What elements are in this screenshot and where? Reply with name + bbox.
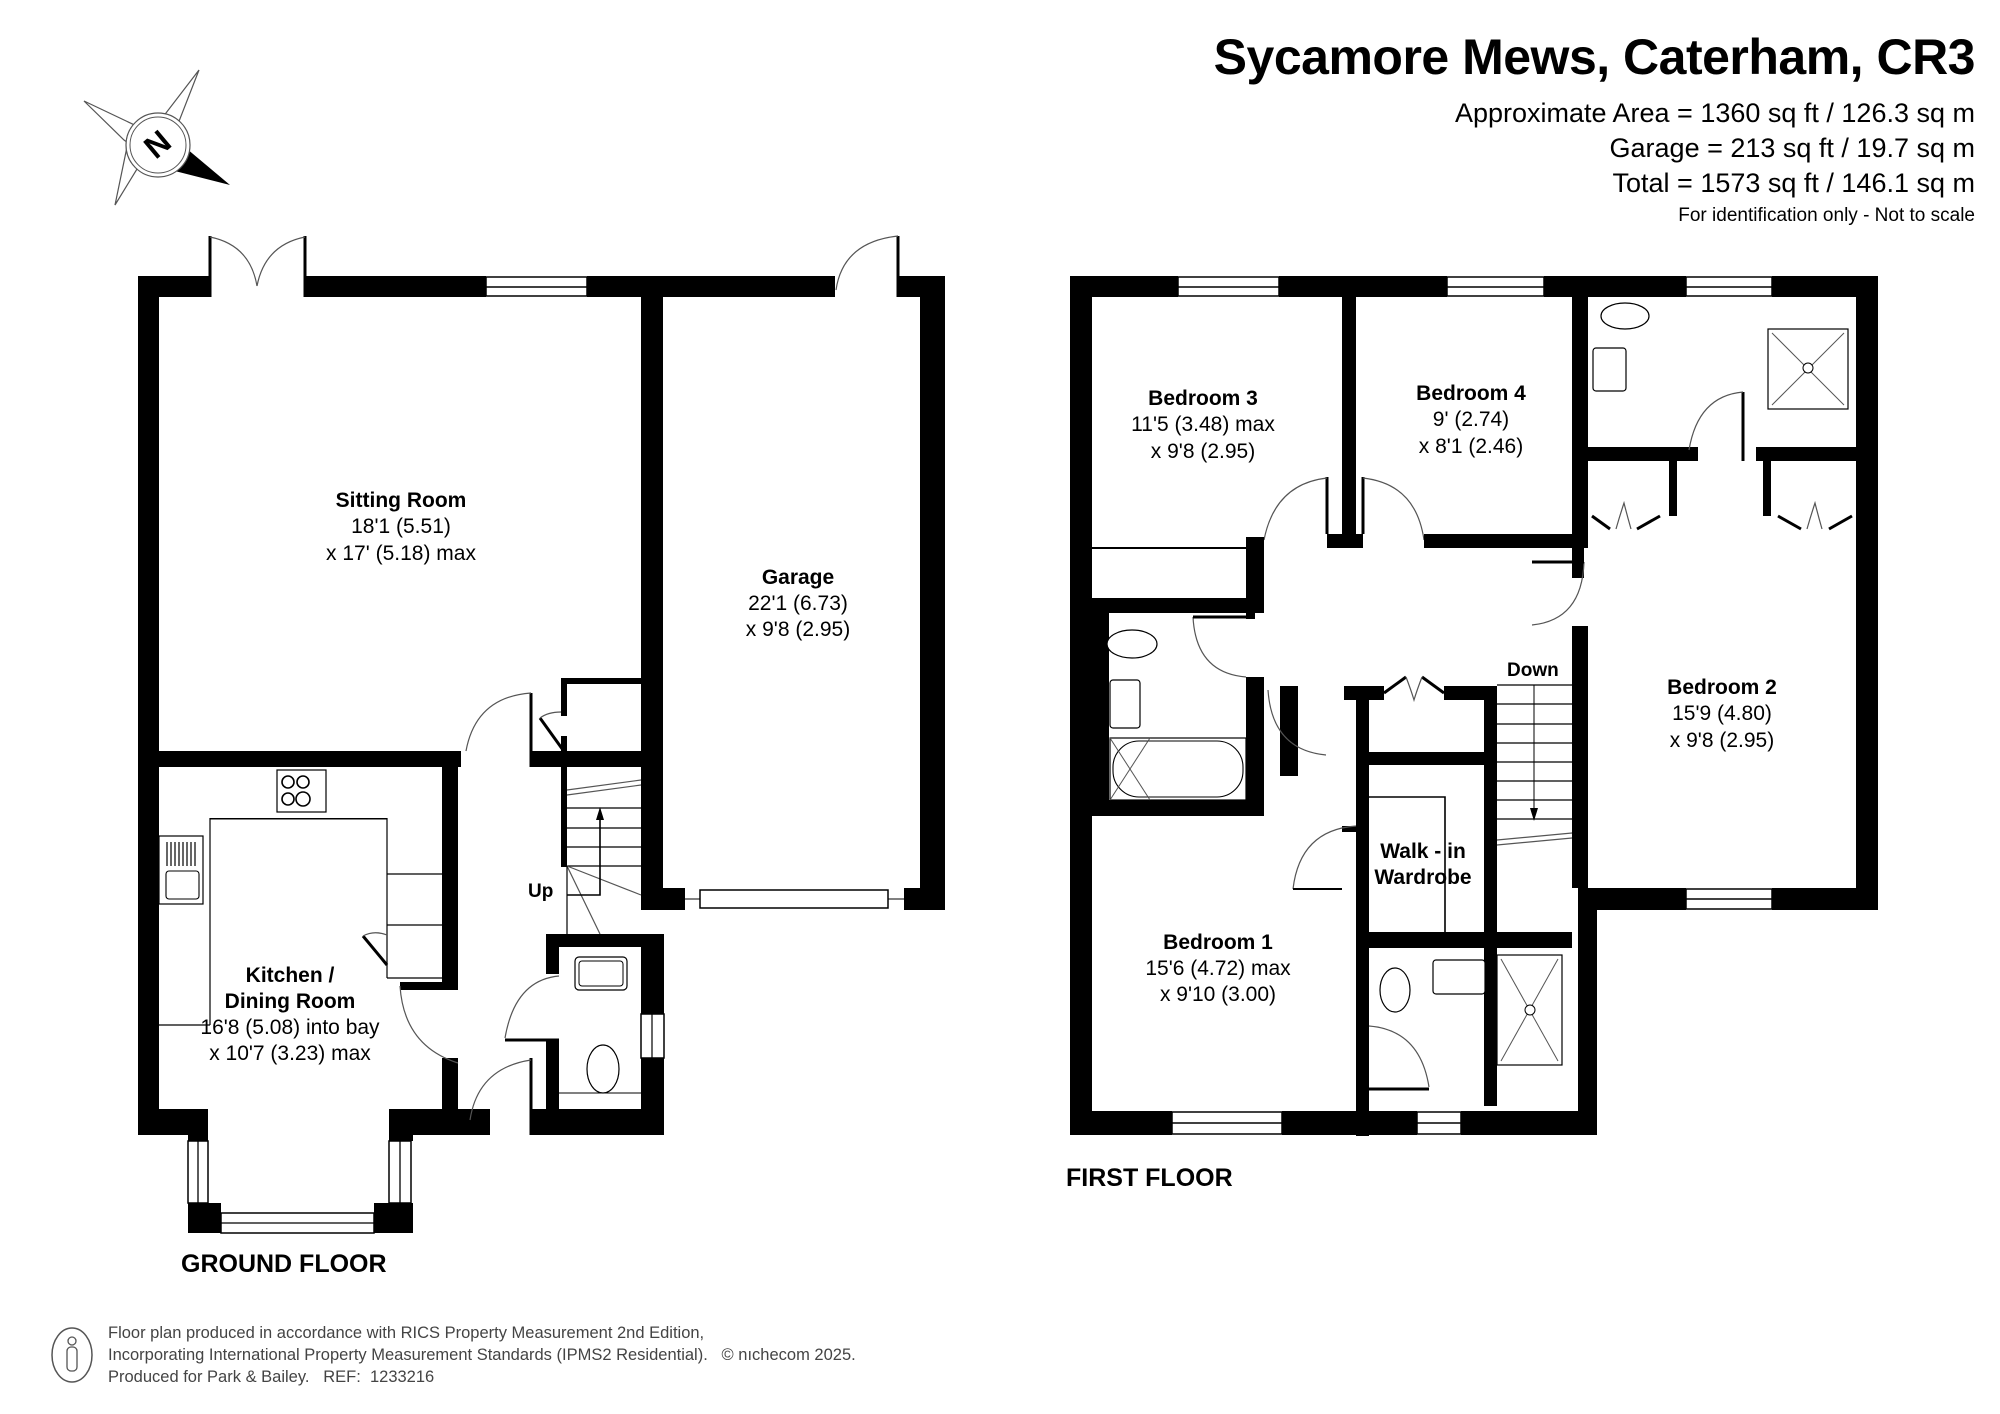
approximate-area: Approximate Area = 1360 sq ft / 126.3 sq… — [1454, 98, 1975, 128]
svg-text:9' (2.74): 9' (2.74) — [1433, 408, 1509, 431]
property-title: Sycamore Mews, Caterham, CR3 — [1213, 29, 1976, 85]
french-doors — [208, 236, 307, 297]
svg-text:x 9'8 (2.95): x 9'8 (2.95) — [1670, 729, 1774, 752]
toilet-icon — [1379, 967, 1411, 1013]
svg-text:16'8 (5.08) into bay: 16'8 (5.08) into bay — [200, 1016, 380, 1039]
footer: Floor plan produced in accordance with R… — [50, 1322, 856, 1388]
svg-text:x 10'7 (3.23) max: x 10'7 (3.23) max — [209, 1042, 371, 1065]
svg-text:Garage: Garage — [762, 566, 834, 589]
bathroom-fittings — [1106, 629, 1247, 801]
disclaimer: For identification only - Not to scale — [1678, 205, 1975, 226]
svg-text:x 9'8 (2.95): x 9'8 (2.95) — [1151, 440, 1255, 463]
svg-text:15'9 (4.80): 15'9 (4.80) — [1672, 702, 1772, 725]
footer-line-1: Floor plan produced in accordance with R… — [108, 1324, 705, 1342]
room-label-kitchen-dining: Kitchen / Dining Room 16'8 (5.08) into b… — [200, 964, 380, 1065]
toilet-icon — [1600, 302, 1650, 330]
svg-text:Bedroom 4: Bedroom 4 — [1416, 382, 1526, 405]
svg-text:x 8'1 (2.46): x 8'1 (2.46) — [1419, 435, 1523, 458]
svg-text:Bedroom 2: Bedroom 2 — [1667, 676, 1777, 699]
garage-area: Garage = 213 sq ft / 19.7 sq m — [1609, 133, 1975, 163]
person-outline-icon — [51, 1327, 93, 1383]
ground-floor-label: GROUND FLOOR — [181, 1250, 387, 1278]
svg-text:Kitchen /: Kitchen / — [246, 964, 335, 987]
stairs-up-label: Up — [528, 881, 553, 902]
first-stairs: Down — [1496, 660, 1573, 846]
basin-icon — [1592, 347, 1627, 392]
svg-text:Walk - in: Walk - in — [1380, 840, 1466, 863]
svg-text:Dining Room: Dining Room — [225, 990, 356, 1013]
svg-text:Wardrobe: Wardrobe — [1374, 866, 1471, 889]
ground-stairs: Up — [528, 767, 642, 935]
svg-text:15'6 (4.72) max: 15'6 (4.72) max — [1145, 957, 1291, 980]
wc-basin-icon — [574, 956, 628, 991]
compass-north-icon: N — [83, 69, 230, 206]
basin-icon — [1109, 679, 1141, 729]
area-summary: Approximate Area = 1360 sq ft / 126.3 sq… — [1455, 96, 1975, 201]
footer-line-2: Incorporating International Property Mea… — [108, 1346, 856, 1364]
room-label-bedroom-3: Bedroom 3 11'5 (3.48) max x 9'8 (2.95) — [1131, 387, 1275, 463]
room-label-bedroom-2: Bedroom 2 15'9 (4.80) x 9'8 (2.95) — [1667, 676, 1777, 752]
room-label-sitting-room: Sitting Room 18'1 (5.51) x 17' (5.18) ma… — [326, 489, 476, 565]
svg-text:22'1 (6.73): 22'1 (6.73) — [748, 592, 848, 615]
svg-text:18'1 (5.51): 18'1 (5.51) — [351, 515, 451, 538]
svg-text:Sitting Room: Sitting Room — [336, 489, 467, 512]
basin-icon — [1432, 959, 1486, 995]
ensuite-2-fittings — [1592, 302, 1849, 410]
kitchen-fittings — [158, 769, 442, 1026]
ground-floor-plan: Up — [138, 235, 945, 1278]
svg-text:Bedroom 3: Bedroom 3 — [1148, 387, 1258, 410]
room-label-bedroom-4: Bedroom 4 9' (2.74) x 8'1 (2.46) — [1416, 382, 1526, 458]
ensuite-1-fittings — [1379, 954, 1563, 1066]
ground-wc — [504, 934, 665, 1135]
room-label-walk-in-wardrobe: Walk - in Wardrobe — [1374, 840, 1471, 889]
first-floor-plan: Down Bedroom 3 11'5 (3.48) max x 9'8 (2.… — [1066, 276, 1878, 1192]
svg-text:x 9'10 (3.00): x 9'10 (3.00) — [1160, 983, 1276, 1006]
total-area: Total = 1573 sq ft / 146.1 sq m — [1612, 168, 1975, 198]
wc-toilet-icon — [586, 1044, 620, 1094]
svg-text:Bedroom 1: Bedroom 1 — [1163, 931, 1273, 954]
svg-text:x 17' (5.18) max: x 17' (5.18) max — [326, 542, 476, 565]
room-label-garage: Garage 22'1 (6.73) x 9'8 (2.95) — [746, 566, 850, 641]
bath-icon — [1109, 737, 1247, 801]
footer-credits: Floor plan produced in accordance with R… — [108, 1322, 856, 1388]
toilet-icon — [1106, 629, 1158, 659]
svg-text:11'5 (3.48) max: 11'5 (3.48) max — [1131, 413, 1275, 436]
stairs-down-label: Down — [1507, 660, 1559, 681]
first-floor-label: FIRST FLOOR — [1066, 1164, 1233, 1192]
svg-text:x 9'8 (2.95): x 9'8 (2.95) — [746, 618, 850, 641]
garage-side-door — [835, 235, 900, 297]
footer-line-3: Produced for Park & Bailey. REF: 1233216 — [108, 1368, 435, 1386]
bedroom-2-wardrobes — [1591, 461, 1853, 531]
room-label-bedroom-1: Bedroom 1 15'6 (4.72) max x 9'10 (3.00) — [1145, 931, 1291, 1006]
